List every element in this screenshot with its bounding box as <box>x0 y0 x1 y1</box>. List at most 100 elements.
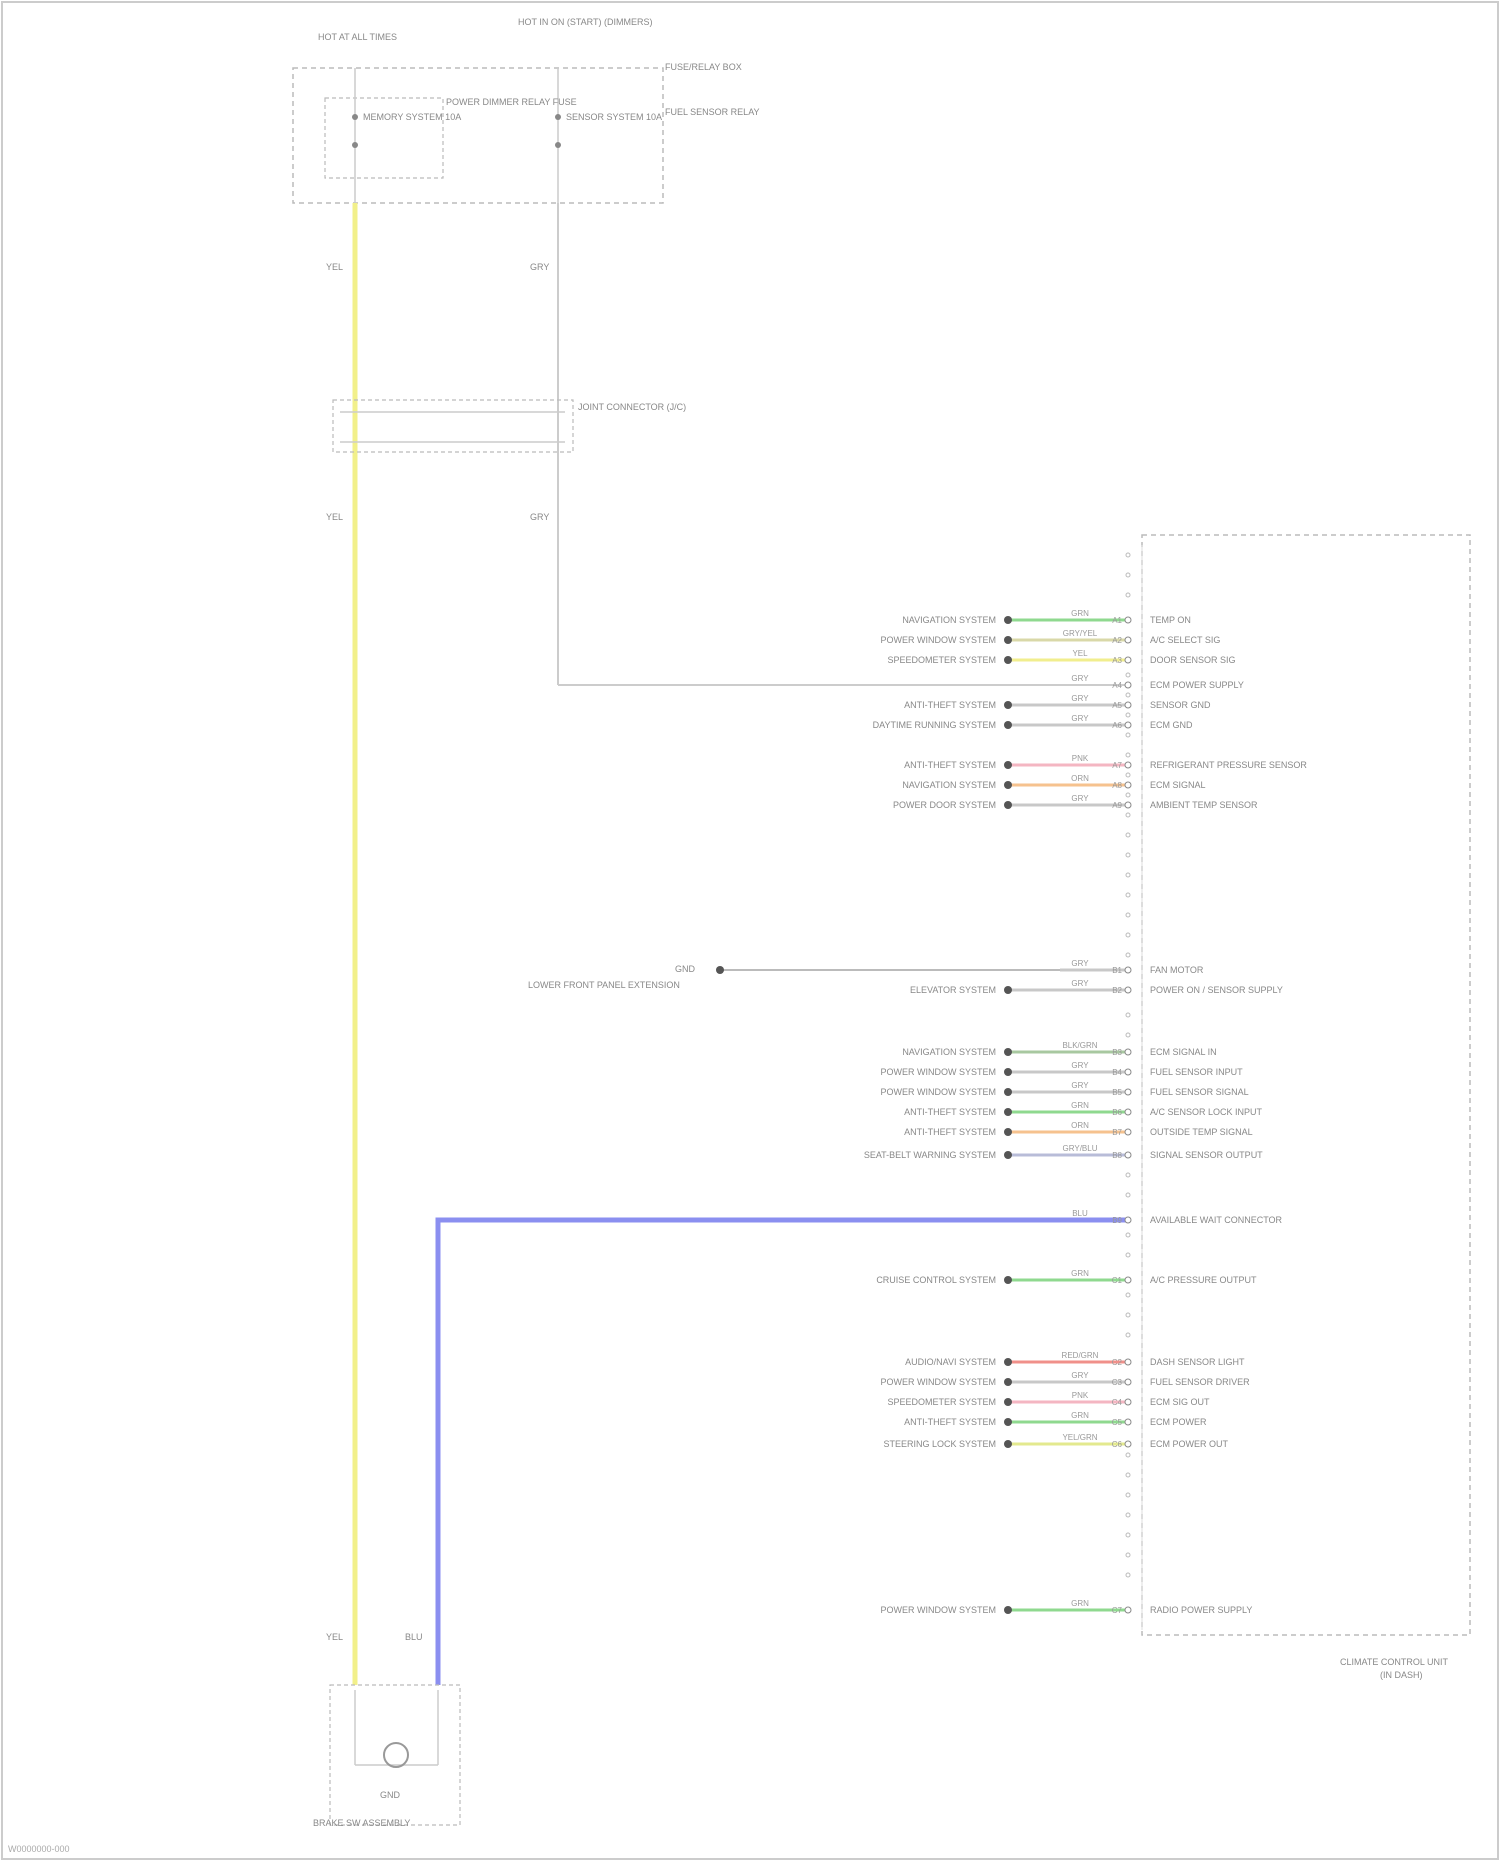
row-function-label: TEMP ON <box>1150 615 1191 625</box>
row-pin-empty <box>1126 1453 1130 1457</box>
row-function-label: SIGNAL SENSOR OUTPUT <box>1150 1150 1263 1160</box>
row-pin-empty <box>1126 1553 1130 1557</box>
right-relay-label: FUEL SENSOR RELAY <box>665 107 760 117</box>
row-wire-label: PNK <box>1072 754 1089 763</box>
row-node <box>1004 1606 1012 1614</box>
row-pin-label: C1 <box>1112 1276 1123 1285</box>
row-pin <box>1125 762 1131 768</box>
row-pin-label: A7 <box>1112 761 1122 770</box>
row-pin <box>1125 637 1131 643</box>
row-pin <box>1125 1152 1131 1158</box>
row-wire-label: GRY/YEL <box>1063 629 1098 638</box>
row-function-label: FUEL SENSOR SIGNAL <box>1150 1087 1249 1097</box>
row-function-label: DOOR SENSOR SIG <box>1150 655 1236 665</box>
row-pin-empty <box>1126 713 1130 717</box>
row-wire-label: GRN <box>1071 1269 1089 1278</box>
row-system-label: POWER WINDOW SYSTEM <box>881 1087 997 1097</box>
row-pin-empty <box>1126 1533 1130 1537</box>
row-pin-label: B2 <box>1112 986 1122 995</box>
row-function-label: DASH SENSOR LIGHT <box>1150 1357 1245 1367</box>
svg-text:(IN DASH): (IN DASH) <box>1380 1670 1423 1680</box>
row-pin <box>1125 967 1131 973</box>
fuse-relay-box: HOT AT ALL TIMES HOT IN ON (START) (DIMM… <box>293 17 760 203</box>
fuse-left-label: HOT AT ALL TIMES <box>318 32 397 42</box>
row-function-label: FUEL SENSOR DRIVER <box>1150 1377 1250 1387</box>
row-wire-label: RED/GRN <box>1062 1351 1099 1360</box>
wire-label: GRY <box>530 512 549 522</box>
row-node <box>1004 1151 1012 1159</box>
gnd-node <box>716 966 724 974</box>
row-pin-empty <box>1126 773 1130 777</box>
row-pin-empty <box>1126 1033 1130 1037</box>
svg-text:BRAKE SW ASSEMBLY: BRAKE SW ASSEMBLY <box>313 1818 410 1828</box>
svg-text:CLIMATE CONTROL UNIT: CLIMATE CONTROL UNIT <box>1340 1657 1449 1667</box>
row-pin <box>1125 1379 1131 1385</box>
row-pin-label: B5 <box>1112 1088 1122 1097</box>
inner-relay-label: POWER DIMMER RELAY FUSE <box>446 97 577 107</box>
row-wire-label: YEL/GRN <box>1062 1433 1097 1442</box>
row-node <box>1004 1418 1012 1426</box>
row-pin-empty <box>1126 933 1130 937</box>
row-pin-label: C4 <box>1112 1398 1123 1407</box>
row-system-label: AUDIO/NAVI SYSTEM <box>905 1357 996 1367</box>
row-pin-empty <box>1126 793 1130 797</box>
row-pin-empty <box>1126 1313 1130 1317</box>
row-function-label: RADIO POWER SUPPLY <box>1150 1605 1252 1615</box>
row-system-label: DAYTIME RUNNING SYSTEM <box>873 720 996 730</box>
row-node <box>1004 701 1012 709</box>
row-pin-label: B8 <box>1112 1151 1122 1160</box>
row-function-label: ECM GND <box>1150 720 1193 730</box>
fuse-right-label: HOT IN ON (START) (DIMMERS) <box>518 17 653 27</box>
row-system-label: SEAT-BELT WARNING SYSTEM <box>864 1150 996 1160</box>
row-system-label: CRUISE CONTROL SYSTEM <box>876 1275 996 1285</box>
row-wire-label: GRY <box>1071 794 1089 803</box>
row-node <box>1004 1276 1012 1284</box>
row-pin-empty <box>1126 953 1130 957</box>
row-pin-label: A1 <box>1112 616 1122 625</box>
row-wire-label: ORN <box>1071 1121 1089 1130</box>
row-pin-empty <box>1126 1193 1130 1197</box>
row-function-label: ECM POWER <box>1150 1417 1207 1427</box>
row-system-label: POWER DOOR SYSTEM <box>893 800 996 810</box>
blue-wire <box>438 1220 1128 1685</box>
row-pin <box>1125 1129 1131 1135</box>
row-wire-label: GRY <box>1071 714 1089 723</box>
row-function-label: POWER ON / SENSOR SUPPLY <box>1150 985 1283 995</box>
lower-front-panel-label: LOWER FRONT PANEL EXTENSION <box>528 980 680 990</box>
row-system-label: NAVIGATION SYSTEM <box>902 1047 996 1057</box>
wire-label: YEL <box>326 1632 343 1642</box>
row-node <box>1004 1378 1012 1386</box>
fuse-b-terminal <box>555 114 561 120</box>
row-node <box>1004 1048 1012 1056</box>
brake-sw-assembly: GND BRAKE SW ASSEMBLY <box>313 1685 460 1828</box>
row-function-label: A/C PRESSURE OUTPUT <box>1150 1275 1257 1285</box>
row-node <box>1004 656 1012 664</box>
row-function-label: REFRIGERANT PRESSURE SENSOR <box>1150 760 1307 770</box>
row-node <box>1004 1128 1012 1136</box>
row-pin-empty <box>1126 1333 1130 1337</box>
row-pin-empty <box>1126 1233 1130 1237</box>
row-pin-empty <box>1126 1493 1130 1497</box>
row-system-label: ANTI-THEFT SYSTEM <box>904 1107 996 1117</box>
row-pin-label: C7 <box>1112 1606 1123 1615</box>
row-system-label: ELEVATOR SYSTEM <box>910 985 996 995</box>
row-pin <box>1125 1277 1131 1283</box>
row-node <box>1004 1088 1012 1096</box>
row-pin-label: A6 <box>1112 721 1122 730</box>
row-pin <box>1125 657 1131 663</box>
row-system-label: ANTI-THEFT SYSTEM <box>904 760 996 770</box>
row-function-label: ECM SIG OUT <box>1150 1397 1210 1407</box>
row-pin-label: B6 <box>1112 1108 1122 1117</box>
motor-icon <box>384 1743 408 1767</box>
row-wire-label: GRN <box>1071 609 1089 618</box>
row-pin-label: C6 <box>1112 1440 1123 1449</box>
row-system-label: NAVIGATION SYSTEM <box>902 780 996 790</box>
row-pin-label: A3 <box>1112 656 1122 665</box>
row-pin <box>1125 682 1131 688</box>
row-pin <box>1125 1109 1131 1115</box>
row-pin-empty <box>1126 593 1130 597</box>
row-pin-empty <box>1126 733 1130 737</box>
row-function-label: FUEL SENSOR INPUT <box>1150 1067 1243 1077</box>
row-pin-empty <box>1126 753 1130 757</box>
row-pin-empty <box>1126 813 1130 817</box>
